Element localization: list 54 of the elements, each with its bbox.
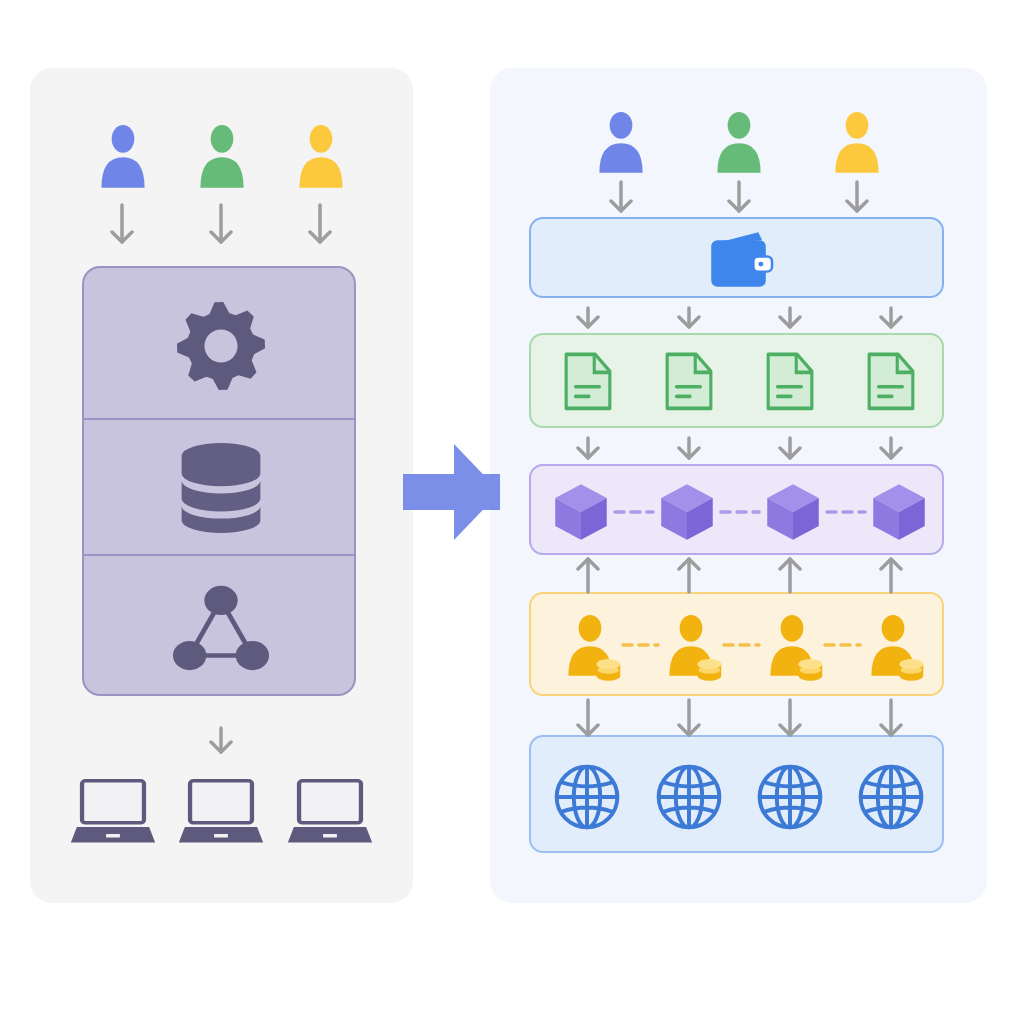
cube-icon — [765, 483, 821, 541]
cube-icon — [659, 483, 715, 541]
block-arrow — [403, 444, 500, 540]
band — [529, 333, 944, 428]
globe-icon — [757, 764, 823, 830]
globe-icon — [656, 764, 722, 830]
dashed-line — [825, 510, 867, 514]
arrow — [778, 436, 802, 460]
arrow — [778, 698, 802, 737]
arrow — [110, 203, 134, 244]
arrow — [879, 557, 903, 594]
document-icon — [764, 352, 816, 412]
document-icon — [562, 352, 614, 412]
arrow — [308, 203, 332, 244]
dashed-line — [719, 510, 761, 514]
panel — [490, 68, 987, 903]
arrow — [576, 436, 600, 460]
dashed-line — [613, 510, 655, 514]
document-icon — [663, 352, 715, 412]
arrow — [778, 306, 802, 329]
arrow — [677, 306, 701, 329]
arrow — [677, 436, 701, 460]
cube-icon — [553, 483, 609, 541]
gear-icon — [175, 300, 267, 392]
band — [529, 735, 944, 853]
band — [529, 464, 944, 555]
arrow — [576, 306, 600, 329]
band — [529, 217, 944, 298]
dashed-line — [722, 643, 761, 647]
cube-icon — [871, 483, 927, 541]
dashed-line — [621, 643, 660, 647]
arrow — [677, 557, 701, 594]
arrow — [879, 436, 903, 460]
arrow — [609, 180, 633, 213]
dashed-line — [823, 643, 862, 647]
arrow — [576, 557, 600, 594]
arrow — [209, 203, 233, 244]
panel — [30, 68, 413, 903]
arrow — [576, 698, 600, 737]
globe-icon — [858, 764, 924, 830]
arrow — [209, 726, 233, 754]
network-icon — [172, 585, 270, 671]
document-icon — [865, 352, 917, 412]
arrow — [879, 306, 903, 329]
arrow — [879, 698, 903, 737]
arrow — [677, 698, 701, 737]
arrow — [778, 557, 802, 594]
database-icon — [180, 443, 262, 533]
server-box — [82, 266, 356, 696]
arrow — [845, 180, 869, 213]
arrow — [727, 180, 751, 213]
globe-icon — [554, 764, 620, 830]
wallet-icon — [710, 231, 772, 289]
band — [529, 592, 944, 696]
